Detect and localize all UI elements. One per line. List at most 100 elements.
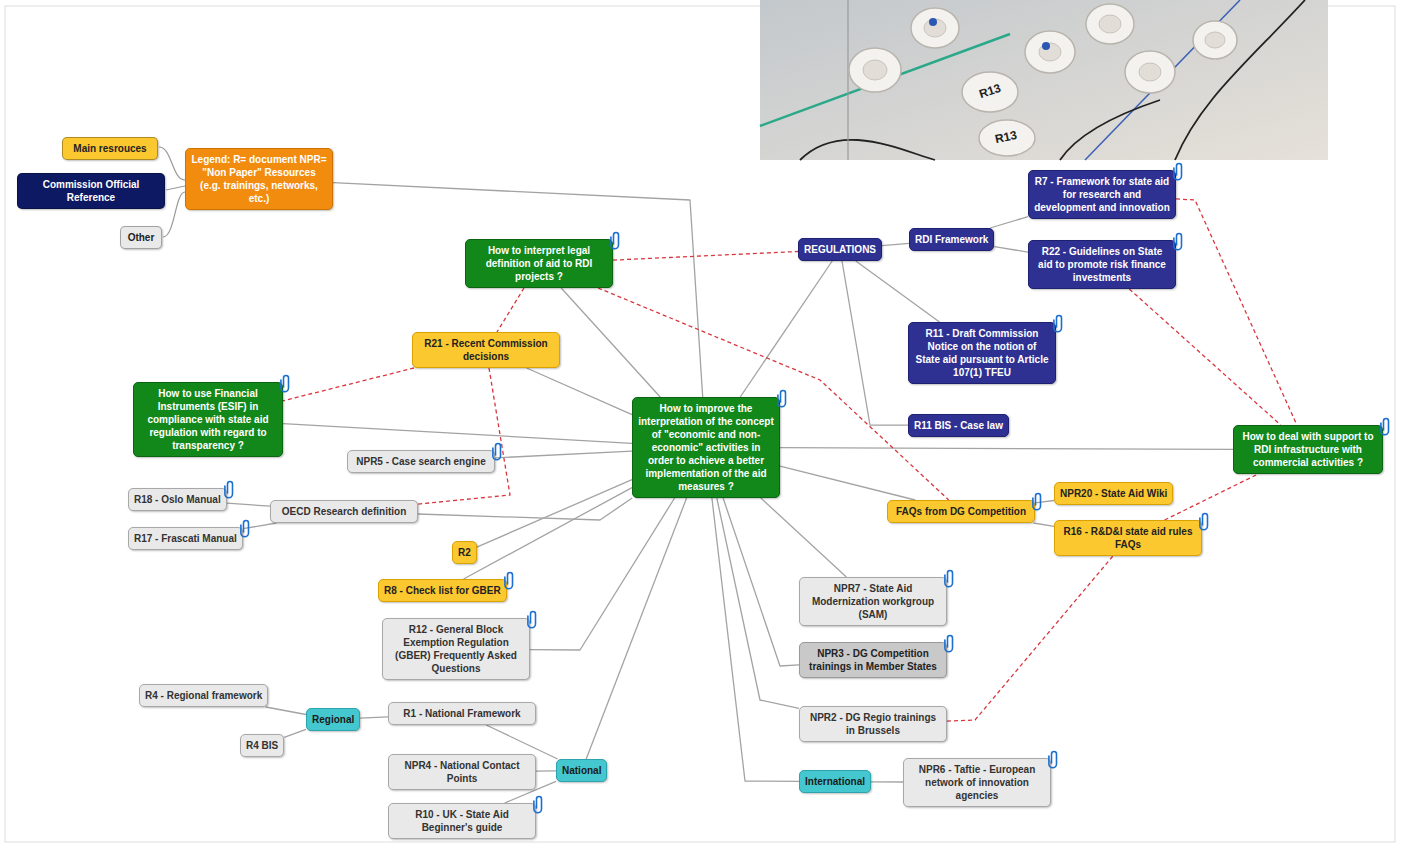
dashed-link xyxy=(598,288,949,500)
attachment-icon xyxy=(527,609,537,629)
resource-box: NPR6 - Taftie - European network of inno… xyxy=(903,758,1051,807)
photo-label: R13 xyxy=(994,128,1018,146)
node-text: NPR7 - State Aid Modernization workgroup… xyxy=(805,582,941,621)
node-text: NPR2 - DG Regio trainings in Brussels xyxy=(805,711,941,737)
node-text: R11 BIS - Case law xyxy=(914,419,1003,432)
node-text: NPR20 - State Aid Wiki xyxy=(1060,487,1167,500)
node-text: R16 - R&D&I state aid rules FAQs xyxy=(1060,525,1196,551)
branch-line xyxy=(418,498,632,520)
branch-line xyxy=(780,466,915,500)
node-text: International xyxy=(805,775,865,788)
node-text: NPR3 - DG Competition trainings in Membe… xyxy=(805,647,941,673)
node-text: R1 - National Framework xyxy=(394,707,530,720)
attachment-icon xyxy=(1032,491,1042,511)
branch-line xyxy=(527,368,632,415)
question-box: How to improve the interpretation of the… xyxy=(632,397,780,498)
node-text: R12 - General Block Exemption Regulation… xyxy=(388,623,524,675)
attachment-icon xyxy=(1380,416,1390,436)
branch-line xyxy=(530,498,675,650)
node-text: NPR4 - National Contact Points xyxy=(394,759,530,785)
branch-line xyxy=(871,781,903,783)
branch-line xyxy=(360,717,388,718)
attachment-icon xyxy=(280,373,290,393)
attachment-icon xyxy=(944,568,954,588)
category-box: REGULATIONS xyxy=(798,238,882,261)
branch-line xyxy=(990,217,1028,228)
dashed-link xyxy=(497,288,524,332)
attachment-icon xyxy=(1173,231,1183,251)
node-text: How to improve the interpretation of the… xyxy=(638,402,774,493)
category-box: RDI Framework xyxy=(909,228,994,251)
node-text: R8 - Check list for GBER xyxy=(384,584,501,597)
branch-line xyxy=(842,261,908,425)
resource-box: R16 - R&D&I state aid rules FAQs xyxy=(1054,520,1202,556)
attachment-icon xyxy=(610,230,620,250)
node-text: R10 - UK - State Aid Beginner's guide xyxy=(394,808,530,834)
branch-line xyxy=(333,183,703,397)
node-text: R7 - Framework for state aid for researc… xyxy=(1034,175,1170,214)
category-box: National xyxy=(556,759,607,782)
node-text: R21 - Recent Commission decisions xyxy=(418,337,554,363)
branch-line xyxy=(586,498,686,759)
node-text: How to deal with support to RDI infrastr… xyxy=(1239,430,1377,469)
dashed-link xyxy=(418,368,510,504)
resource-box: R2 xyxy=(452,541,477,564)
branch-line xyxy=(561,288,660,397)
photo-label: R13 xyxy=(977,81,1002,101)
branch-line xyxy=(856,261,940,322)
legend-swatch: Main resrouces xyxy=(62,137,158,160)
branch-line xyxy=(717,498,799,708)
node-text: FAQs from DG Competition xyxy=(893,505,1029,518)
branch-line xyxy=(712,498,799,781)
branch-line xyxy=(227,503,270,506)
legend-text: Commission Official Reference xyxy=(23,178,159,204)
resource-box: R12 - General Block Exemption Regulation… xyxy=(382,618,530,680)
dashed-link xyxy=(1165,474,1259,520)
branch-line xyxy=(994,247,1028,253)
node-text: R18 - Oslo Manual xyxy=(134,493,221,506)
node-text: REGULATIONS xyxy=(804,243,876,256)
resource-box: R8 - Check list for GBER xyxy=(378,579,507,602)
category-box: International xyxy=(799,770,871,793)
resource-box: R7 - Framework for state aid for researc… xyxy=(1028,170,1176,219)
node-text: R4 - Regional framework xyxy=(145,689,262,702)
question-box: How to deal with support to RDI infrastr… xyxy=(1233,425,1383,474)
branch-line xyxy=(283,424,632,444)
resource-box: R18 - Oslo Manual xyxy=(128,488,227,511)
category-box: Regional xyxy=(306,708,360,731)
legend-text: Main resrouces xyxy=(68,142,152,155)
branch-line xyxy=(780,448,1233,450)
branch-line xyxy=(284,729,306,737)
dashed-link xyxy=(947,556,1113,721)
attachment-icon xyxy=(1053,313,1063,333)
resource-box: NPR5 - Case search engine xyxy=(347,450,495,473)
dashed-link xyxy=(1176,199,1297,425)
branch-line xyxy=(761,498,847,577)
resource-box: NPR3 - DG Competition trainings in Membe… xyxy=(799,642,947,678)
node-text: RDI Framework xyxy=(915,233,988,246)
resource-box: R11 BIS - Case law xyxy=(908,414,1009,437)
category-box: OECD Research definition xyxy=(270,500,418,523)
attachment-icon xyxy=(224,479,234,499)
branch-line xyxy=(1034,523,1055,526)
attachment-icon xyxy=(944,633,954,653)
node-text: R17 - Frascati Manual xyxy=(134,532,237,545)
branch-line xyxy=(1035,501,1054,503)
branch-line xyxy=(740,261,832,397)
attachment-icon xyxy=(1173,161,1183,181)
resource-box: NPR20 - State Aid Wiki xyxy=(1054,482,1173,505)
branch-line xyxy=(464,488,632,579)
resource-box: NPR4 - National Contact Points xyxy=(388,754,536,790)
resource-box: NPR7 - State Aid Modernization workgroup… xyxy=(799,577,947,626)
node-text: R22 - Guidelines on State aid to promote… xyxy=(1034,245,1170,284)
attachment-icon xyxy=(492,441,502,461)
resource-box: R4 BIS xyxy=(240,734,284,757)
category-box: FAQs from DG Competition xyxy=(887,500,1035,523)
resource-box: R4 - Regional framework xyxy=(139,684,268,707)
branch-line xyxy=(495,451,632,458)
node-text: NPR6 - Taftie - European network of inno… xyxy=(909,763,1045,802)
node-text: National xyxy=(562,764,601,777)
node-text: OECD Research definition xyxy=(276,505,412,518)
node-text: Regional xyxy=(312,713,354,726)
resource-box: R22 - Guidelines on State aid to promote… xyxy=(1028,240,1176,289)
